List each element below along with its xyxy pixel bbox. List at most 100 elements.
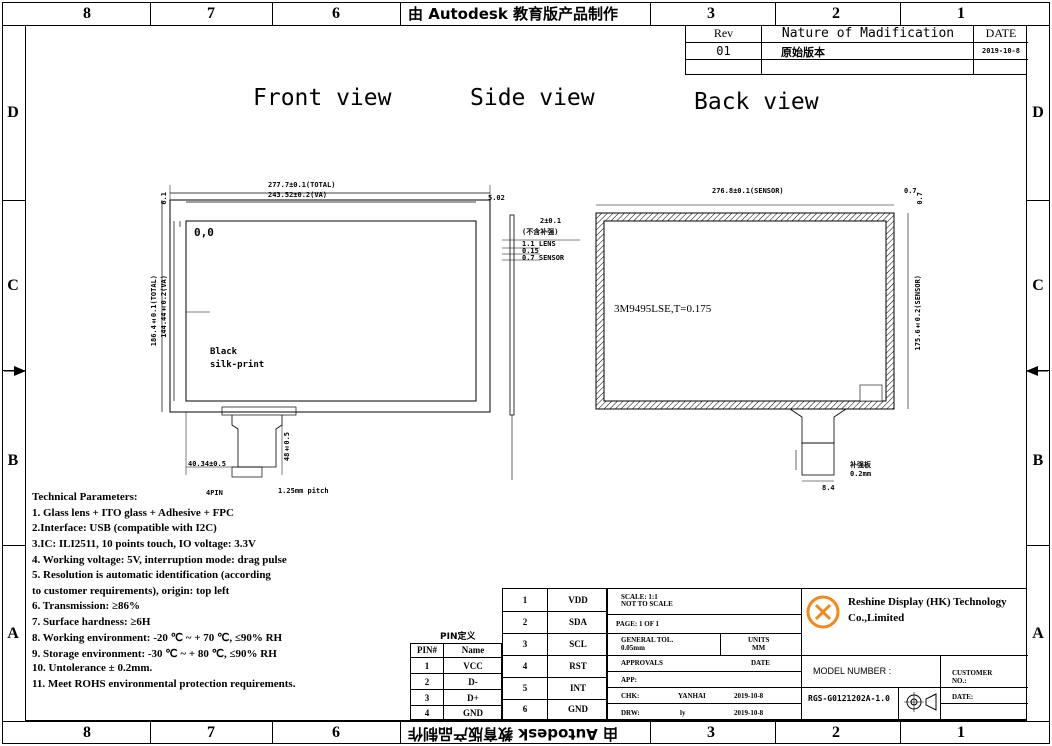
zone-left-B: B (7, 452, 19, 469)
back-view-drawing (595, 204, 909, 482)
center-arrow-right-icon (1026, 366, 1048, 376)
pin-table-small: PIN# Name 1 VCC 2 D- 3 D+ 4 GND (410, 643, 503, 721)
chk-date: 2019-10-8 (734, 692, 764, 700)
tech-param-line: 8. Working environment: -20 ℃ ~ + 70 ℃, … (32, 632, 283, 644)
pin-table-big: 1 VDD 2 SDA 3 SCL 4 RST 5 INT 6 GND (502, 588, 608, 721)
zone-top-2: 2 (832, 5, 840, 22)
pin-num: 3 (424, 693, 430, 703)
front-dim-top-total: 277.7±0.1(TOTAL) (268, 181, 336, 189)
header-banner: 由 Autodesk 教育版产品制作 (408, 5, 619, 23)
pin-num: 6 (522, 704, 528, 714)
zone-bottom-6: 6 (332, 724, 340, 741)
revision-block: Rev Nature of Madification DATE 01 原始版本 … (685, 25, 1028, 75)
approvals-label: APPROVALS (621, 659, 663, 667)
pin-num: 4 (424, 708, 430, 718)
pin-num: 2 (522, 617, 528, 627)
tech-param-line: 1. Glass lens + ITO glass + Adhesive + F… (32, 507, 234, 519)
pin-num: 1 (522, 595, 528, 605)
company-logo-icon (806, 595, 840, 629)
black-label-1: Black (210, 347, 238, 357)
company-name-1: Reshine Display (HK) Technology (848, 596, 1007, 608)
pin-name: RST (569, 661, 587, 671)
zone-bottom-7: 7 (207, 724, 215, 741)
tech-param-line: 4. Working voltage: 5V, interruption mod… (32, 554, 287, 566)
side-dim-oca: 0.15 (522, 247, 539, 255)
front-fpc-height: 48±0.5 (283, 432, 291, 462)
zone-right-A: A (1032, 625, 1044, 642)
front-view-title: Front view (253, 85, 392, 111)
scale-note: NOT TO SCALE (621, 600, 673, 608)
back-view-title: Back view (694, 89, 819, 115)
back-fpc-width: 8.4 (822, 484, 835, 492)
tech-param-line: 11. Meet ROHS environmental protection r… (32, 678, 296, 690)
page-label: PAGE: 1 OF 1 (616, 620, 659, 628)
rev-value: 01 (716, 44, 731, 58)
zone-top-8: 8 (83, 5, 91, 22)
zone-bottom-8: 8 (83, 724, 91, 741)
pin-table-title: PIN定义 (440, 632, 476, 642)
scale-label: SCALE: 1:1 (621, 593, 658, 601)
pin-num: 5 (522, 683, 528, 693)
side-view-title: Side view (470, 85, 595, 111)
nature-header: Nature of Madification (781, 26, 955, 41)
tol-value: 0.05mm (621, 644, 645, 652)
back-dim-top-r: 0.7 (904, 187, 917, 195)
zone-top-3: 3 (707, 5, 715, 22)
zone-left-C: C (7, 277, 19, 294)
stiffener-label-2: 0.2mm (850, 470, 872, 478)
side-dim-note: (不含补强) (522, 228, 559, 236)
units-value: MM (752, 644, 766, 652)
tech-param-line: 3.IC: ILI2511, 10 points touch, IO volta… (32, 538, 256, 550)
zone-right-B: B (1032, 452, 1044, 469)
pin-num: 3 (522, 639, 528, 649)
front-fpc-note: 1.25mm pitch (278, 487, 329, 495)
pin-name: GND (463, 708, 483, 718)
chk-name: YANHAI (678, 692, 706, 700)
front-dim-left-total: 186.4±0.1(TOTAL) (150, 275, 158, 347)
pin-name: D+ (467, 693, 479, 703)
front-dim-right: 5.02 (488, 194, 505, 202)
pin-name: D- (468, 677, 478, 687)
tape-label: 3M9495LSE,T=0.175 (614, 303, 712, 315)
date-value: 2019-10-8 (982, 47, 1020, 55)
date-label: DATE: (952, 693, 974, 701)
general-tol-label: GENERAL TOL. (621, 636, 674, 644)
front-view-drawing (161, 185, 491, 478)
side-view-drawing (502, 214, 580, 480)
pin-name: VCC (463, 661, 483, 671)
zone-right-D: D (1032, 104, 1044, 121)
pin-name: VDD (568, 595, 588, 605)
drw-date: 2019-10-8 (734, 709, 764, 717)
tech-param-line: 5. Resolution is automatic identificatio… (32, 569, 271, 581)
zone-bottom-1: 1 (957, 724, 965, 741)
zone-left-A: A (7, 625, 19, 642)
tech-param-line: Technical Parameters: (32, 491, 138, 503)
front-fpc-width: 40.34±0.5 (188, 460, 226, 468)
zone-left-D: D (7, 104, 19, 121)
tech-param-line: 7. Surface hardness: ≥6H (32, 616, 151, 628)
pin-num: 4 (522, 661, 528, 671)
stiffener-label-1: 补强板 (850, 461, 871, 469)
app-label: APP: (621, 676, 637, 684)
rev-header: Rev (713, 26, 734, 40)
front-dim-top-va: 243.52±0.2(VA) (268, 191, 328, 199)
zone-bottom-3: 3 (707, 724, 715, 741)
footer-banner: 由 Autodesk 教育版产品制作 (408, 725, 619, 743)
customer-no-label: CUSTOMER NO.: (952, 669, 993, 685)
front-origin-label: 0,0 (194, 226, 214, 239)
back-dim-right: 175.6±0.2(SENSOR) (914, 275, 922, 351)
projection-symbol-icon (904, 692, 937, 712)
back-dim-top: 276.8±0.1(SENSOR) (712, 187, 784, 195)
units-label: UNITS (748, 636, 770, 644)
pin-num: 2 (424, 677, 430, 687)
zone-right-C: C (1032, 277, 1044, 294)
title-block: SCALE: 1:1 NOT TO SCALE PAGE: 1 OF 1 GEN… (607, 588, 1028, 721)
side-dim-total: 2±0.1 (540, 217, 562, 225)
pin-name: INT (569, 683, 586, 693)
chk-label: CHK: (621, 692, 640, 700)
zone-top-1: 1 (957, 5, 965, 22)
tech-param-line: to customer requirements), origin: top l… (32, 585, 230, 597)
nature-value: 原始版本 (781, 46, 825, 59)
pin-header: PIN# (417, 645, 437, 655)
pin-name: SCL (569, 639, 587, 649)
